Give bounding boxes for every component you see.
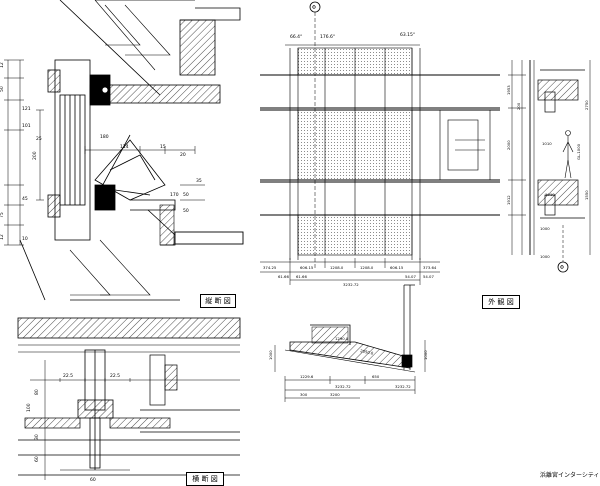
dim-label: 200 [32,151,38,160]
dim-label: 80 [34,389,40,395]
dim-label: 50 [183,192,189,198]
dim-label: 121 [22,106,31,112]
dim-label: 20 [180,152,186,158]
dim-label: 101 [22,123,31,129]
side-dims-lines [508,60,591,255]
dim-label: 75 [0,212,5,218]
dim-label: 2750 [584,100,589,110]
grid-marker-label: Φ [560,265,564,271]
dim-label: 1000 [540,226,550,231]
dim-label: 606.15 [300,265,314,270]
dim-label: 10 [22,236,28,242]
dim-label: 54.07 [423,274,434,279]
upper-slab [89,7,241,104]
dim-label: 12 [0,62,5,68]
dim-label: 25 [36,136,42,142]
dim-label: 3232.72 [395,384,411,389]
project-credit: 浜離宮インターシティ [540,472,600,479]
dim-label: 300 [300,392,308,397]
dim-label: 1953 [506,85,511,95]
dim-label: 1208.0 [330,265,344,270]
dim-label: 12 [0,234,5,240]
dim-label: 1229.6 [300,374,314,379]
angle-label: 63.15° [400,32,415,38]
dim-label: 30 [34,434,40,440]
facade-slant-lines [19,0,195,301]
dim-label: 1000 [268,350,273,360]
angle-label: 176.6° [320,34,335,40]
vertical-section-dims: 12 50 121 101 25 200 180 114 15 20 75 45… [0,62,202,242]
dim-label: 15 [160,144,166,150]
mullion-assembly [47,59,116,241]
dim-label: 1290.0 [335,336,349,341]
dim-label: 650 [372,374,380,379]
human-figure [562,130,574,179]
dim-label: 54.07 [405,274,416,279]
dim-label: 35 [196,178,202,184]
dim-label: 22.5 [63,373,73,379]
dim-label: 2000 [506,140,511,150]
dim-label: 3232.72 [343,282,359,287]
horizontal-section-view: 22.5 22.5 60 80 100 30 60 [17,317,241,483]
elevation-bottom-dims [260,258,440,285]
dim-label: 50 [183,208,189,214]
vertical-post [401,284,415,370]
dim-label: 1000 [423,350,428,360]
dim-label: 374.25 [263,265,277,270]
fin-detail [140,354,240,433]
dim-label: 45 [22,196,28,202]
dim-label: 1912 [506,195,511,205]
dim-label: 100 [26,403,32,412]
dim-label: 114 [120,144,129,150]
dim-label: 1010 [542,141,552,146]
dim-label: 1550 [584,190,589,200]
dim-label: 60 [90,477,96,483]
vertical-section-title: 縦 断 図 [200,294,236,308]
cladding-diagonals [69,0,171,296]
dim-label: 61.66 [296,274,307,279]
angle-label: 66.4° [290,34,302,40]
side-slabs [537,69,585,219]
panel-grid [289,47,491,260]
horizontal-dims-lines [30,360,240,480]
sloped-dims-lines [274,340,426,402]
dim-label: 1000 [540,254,550,259]
dim-label: 606.15 [390,265,404,270]
horizontal-section-dims: 22.5 22.5 60 80 100 30 60 [26,373,120,483]
dim-label: 61.66 [278,274,289,279]
dim-label: 50 [0,86,5,92]
vertical-section-view: 12 50 121 101 25 200 180 114 15 20 75 45… [0,0,244,301]
sloped-section-view: 1000 1290.0 2050.0 1229.6 650 3232.72 32… [268,284,428,402]
dim-label: 1010 [545,192,555,197]
dim-label: 3200 [330,392,340,397]
dim-label: 180 [100,134,109,140]
glass-panes [18,417,240,476]
horizontal-section-title: 横 断 図 [186,472,224,486]
elevation-title: 外 観 図 [482,295,520,309]
dimension-chain-vertical [4,59,205,246]
side-section-view: Φ 1953 200 2000 1912 2750 1010 1550 GL-1… [506,60,591,273]
dim-label: 373.64 [423,265,437,270]
elevation-view: Φ 66.4° 176.6° 63.15° [260,1,500,287]
dim-label: 2050.0 [360,348,375,356]
dim-label: 3232.72 [335,384,351,389]
horizontal-mullion [77,349,114,470]
dim-label: 170 [170,192,179,198]
dim-label: GL-1000 [576,143,581,160]
dim-label: 22.5 [110,373,120,379]
floor-plate-lower [174,231,244,245]
dim-label: 60 [34,456,40,462]
dim-label: 200 [516,102,521,110]
dim-label: 1208.0 [360,265,374,270]
grid-marker-label: Φ [312,5,316,11]
